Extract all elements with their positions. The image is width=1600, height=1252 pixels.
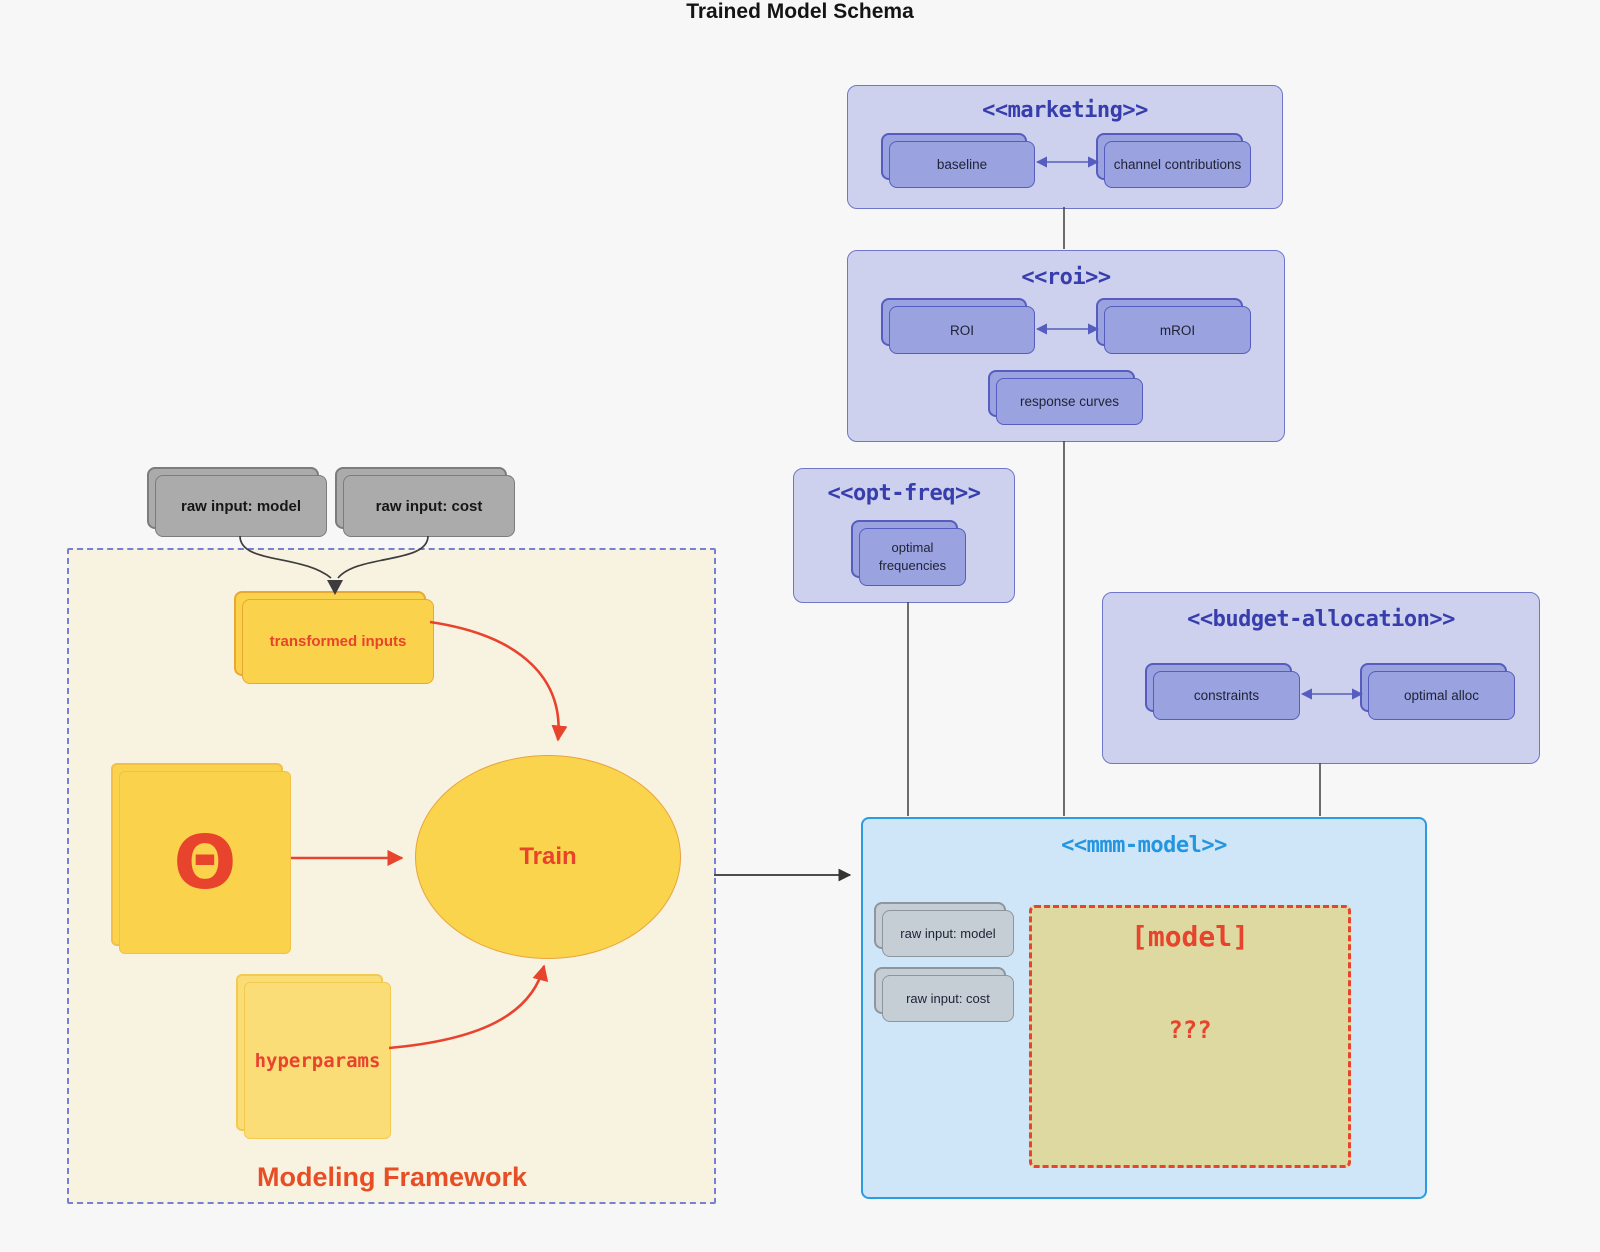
node-optimal-alloc: optimal alloc [1368, 671, 1515, 720]
marketing-panel: <<marketing>> baseline channel contribut… [847, 85, 1283, 209]
roi-heading: <<roi>> [1021, 265, 1111, 290]
opt-freq-heading: <<opt-freq>> [827, 481, 981, 506]
node-transformed-inputs: transformed inputs [242, 599, 434, 684]
modeling-framework-label: Modeling Framework [256, 1162, 528, 1192]
node-roi: ROI [889, 306, 1035, 354]
node-mmm-raw-input-model: raw input: model [882, 910, 1014, 957]
budget-allocation-heading: <<budget-allocation>> [1187, 607, 1455, 632]
node-mmm-raw-input-cost: raw input: cost [882, 975, 1014, 1022]
mmm-model-panel: <<mmm-model>> raw input: model raw input… [861, 817, 1427, 1199]
node-mroi: mROI [1104, 306, 1251, 354]
modeling-framework-panel: Modeling Framework transformed inputs Θ … [67, 548, 716, 1204]
marketing-heading: <<marketing>> [982, 98, 1148, 123]
roi-panel: <<roi>> ROI mROI response curves [847, 250, 1285, 442]
budget-allocation-panel: <<budget-allocation>> constraints optima… [1102, 592, 1540, 764]
node-baseline: baseline [889, 141, 1035, 188]
node-train: Train [415, 755, 681, 959]
node-raw-input-model: raw input: model [155, 475, 327, 537]
page-title: Trained Model Schema [686, 0, 914, 23]
node-optimal-frequencies: optimal frequencies [859, 528, 966, 586]
node-response-curves: response curves [996, 378, 1143, 425]
node-hyperparams: hyperparams [244, 982, 391, 1139]
model-placeholder-title: [model] [1130, 920, 1249, 953]
model-placeholder-box: [model] ??? [1029, 905, 1351, 1168]
model-placeholder-question: ??? [1168, 1016, 1212, 1044]
node-raw-input-cost: raw input: cost [343, 475, 515, 537]
node-theta: Θ [119, 771, 291, 954]
opt-freq-panel: <<opt-freq>> optimal frequencies [793, 468, 1015, 603]
node-channel-contributions: channel contributions [1104, 141, 1251, 188]
node-constraints: constraints [1153, 671, 1300, 720]
mmm-model-heading: <<mmm-model>> [1061, 833, 1227, 858]
